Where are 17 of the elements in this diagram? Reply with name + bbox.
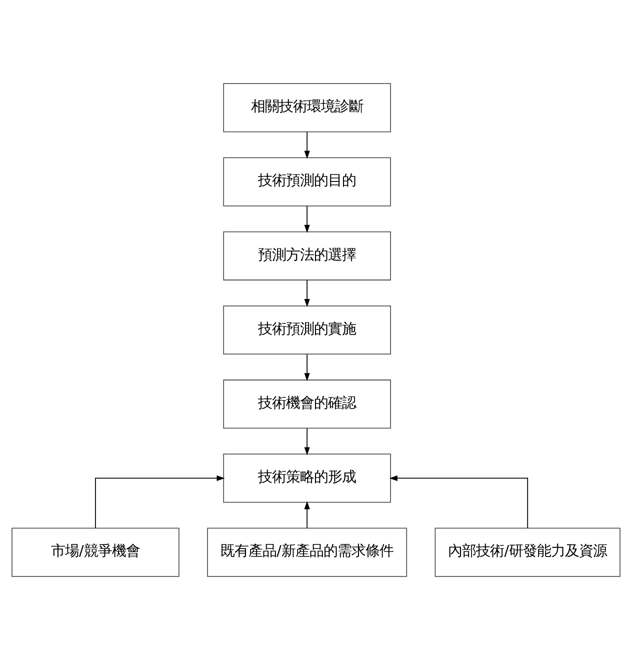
node-box: 預測方法的選擇	[223, 231, 391, 280]
arrow	[304, 428, 310, 456]
node-box: 技術預測的目的	[223, 157, 391, 206]
node-box: 內部技術/研發能力及資源	[434, 528, 620, 577]
arrow	[304, 132, 310, 159]
arrow	[304, 354, 310, 382]
arrow	[304, 206, 310, 233]
arrow	[389, 475, 528, 528]
node-box: 技術預測的實施	[223, 305, 391, 355]
arrow	[304, 501, 310, 528]
node-box: 市場/競爭機會	[12, 528, 180, 577]
node-box: 相關技術環境診斷	[223, 83, 391, 132]
node-box: 技術機會的確認	[223, 380, 391, 429]
arrow	[304, 280, 310, 308]
node-box: 技術策略的形成	[223, 454, 391, 503]
node-box: 既有產品/新產品的需求條件	[207, 528, 408, 577]
arrow	[95, 475, 225, 528]
